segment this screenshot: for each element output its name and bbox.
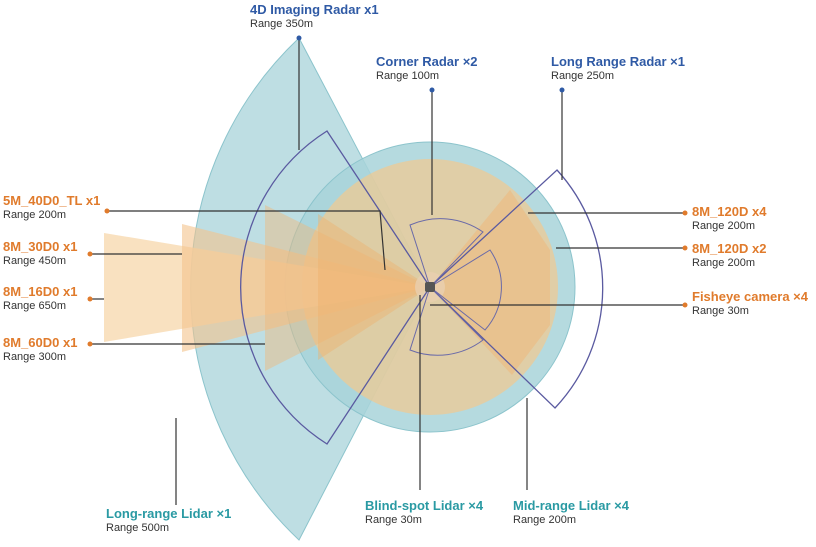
dot-cam-120-x2	[682, 245, 688, 251]
camera-120-front-coverage	[430, 190, 550, 375]
label-cam-8m-120-x2: 8M_120D x2 Range 200m	[692, 241, 766, 270]
label-range: Range 200m	[3, 208, 66, 221]
dot-cam-16	[87, 296, 93, 302]
label-cam-8m-16: 8M_16D0 x1 Range 650m	[3, 284, 77, 313]
label-range: Range 200m	[692, 219, 755, 232]
imaging-radar-outline	[240, 130, 431, 445]
label-title: Mid-range Lidar ×4	[513, 498, 629, 513]
dot-cam-120-x4	[682, 210, 688, 216]
label-range: Range 200m	[513, 513, 576, 526]
label-range: Range 300m	[3, 350, 66, 363]
label-range: Range 30m	[692, 304, 749, 317]
label-long-range-radar: Long Range Radar ×1 Range 250m	[551, 54, 685, 83]
dot-corner-radar	[429, 87, 435, 93]
camera-60-coverage	[265, 205, 430, 371]
label-title: 8M_120D x2	[692, 241, 767, 256]
label-range: Range 30m	[365, 513, 422, 526]
leader-lines	[90, 38, 685, 505]
label-long-range-lidar: Long-range Lidar ×1 Range 500m	[106, 506, 231, 535]
dot-imaging-radar	[296, 35, 302, 41]
label-title: 4D Imaging Radar x1	[250, 2, 379, 17]
label-cam-8m-60: 8M_60D0 x1 Range 300m	[3, 335, 77, 364]
corner-radar-outline-right	[429, 249, 502, 331]
corner-radar-outline-front	[409, 218, 484, 288]
dot-long-radar	[559, 87, 565, 93]
label-blind-spot-lidar: Blind-spot Lidar ×4 Range 30m	[365, 498, 483, 527]
label-title: Blind-spot Lidar ×4	[365, 498, 484, 513]
label-corner-radar: Corner Radar ×2 Range 100m	[376, 54, 478, 83]
label-title: Fisheye camera ×4	[692, 289, 808, 304]
vehicle-icon	[425, 282, 435, 292]
dot-fisheye	[682, 302, 688, 308]
leader-cam-40	[107, 210, 386, 271]
label-title: 8M_120D x4	[692, 204, 767, 219]
corner-radar-outline-back	[409, 286, 484, 356]
label-range: Range 650m	[3, 299, 66, 312]
label-title: 8M_60D0 x1	[3, 335, 78, 350]
label-range: Range 350m	[250, 17, 313, 30]
label-title: 8M_16D0 x1	[3, 284, 78, 299]
dot-cam-40	[104, 208, 110, 214]
label-range: Range 500m	[106, 521, 169, 534]
label-range: Range 450m	[3, 254, 66, 267]
label-cam-8m-120-x4: 8M_120D x4 Range 200m	[692, 204, 766, 233]
camera-40-coverage	[318, 214, 430, 360]
label-cam-5m-40: 5M_40D0_TL x1 Range 200m	[3, 193, 100, 222]
label-title: 5M_40D0_TL x1	[3, 193, 101, 208]
label-title: Long-range Lidar ×1	[106, 506, 232, 521]
label-fisheye: Fisheye camera ×4 Range 30m	[692, 289, 808, 318]
label-imaging-radar: 4D Imaging Radar x1 Range 350m	[250, 2, 379, 31]
label-range: Range 100m	[376, 69, 439, 82]
label-range: Range 250m	[551, 69, 614, 82]
label-title: 8M_30D0 x1	[3, 239, 78, 254]
label-title: Long Range Radar ×1	[551, 54, 685, 69]
leader-dots	[87, 35, 688, 347]
label-mid-range-lidar: Mid-range Lidar ×4 Range 200m	[513, 498, 629, 527]
dot-cam-60	[87, 341, 93, 347]
dot-cam-30	[87, 251, 93, 257]
label-range: Range 200m	[692, 256, 755, 269]
long-range-radar-outline	[429, 169, 604, 409]
label-cam-8m-30: 8M_30D0 x1 Range 450m	[3, 239, 77, 268]
label-title: Corner Radar ×2	[376, 54, 478, 69]
